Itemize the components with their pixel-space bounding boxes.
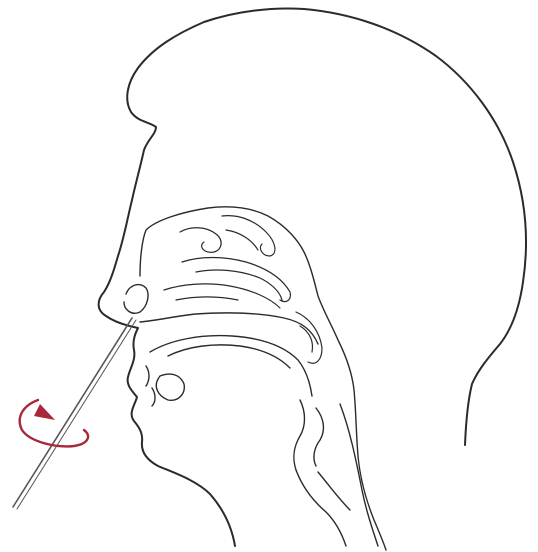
epiglottis — [314, 408, 324, 466]
rotate-arrow-head-icon — [34, 404, 55, 420]
oropharynx — [294, 400, 305, 470]
turbinate-fold-a — [226, 230, 258, 250]
nasopharynx-curl — [296, 312, 322, 363]
nasopharynx-curl-inner — [300, 326, 313, 352]
soft-palate-inner — [168, 345, 290, 368]
turbinate-upper-fold — [222, 216, 275, 256]
tongue — [156, 374, 184, 400]
trachea-front — [318, 472, 350, 510]
middle-turbinate — [182, 258, 290, 302]
palate-line — [140, 313, 318, 344]
turbinate-fold-c — [176, 297, 238, 300]
rotate-arrow-icon — [20, 400, 88, 446]
nasal-swab — [13, 318, 132, 507]
nasal-cavity-contour — [140, 207, 386, 550]
superior-turbinate — [180, 228, 221, 253]
turbinate-fold-b — [196, 270, 282, 300]
nostril-opening — [124, 285, 148, 314]
inferior-turbinate — [164, 284, 280, 308]
larynx — [296, 470, 346, 546]
spine-front — [340, 404, 378, 546]
teeth-front — [146, 366, 155, 406]
